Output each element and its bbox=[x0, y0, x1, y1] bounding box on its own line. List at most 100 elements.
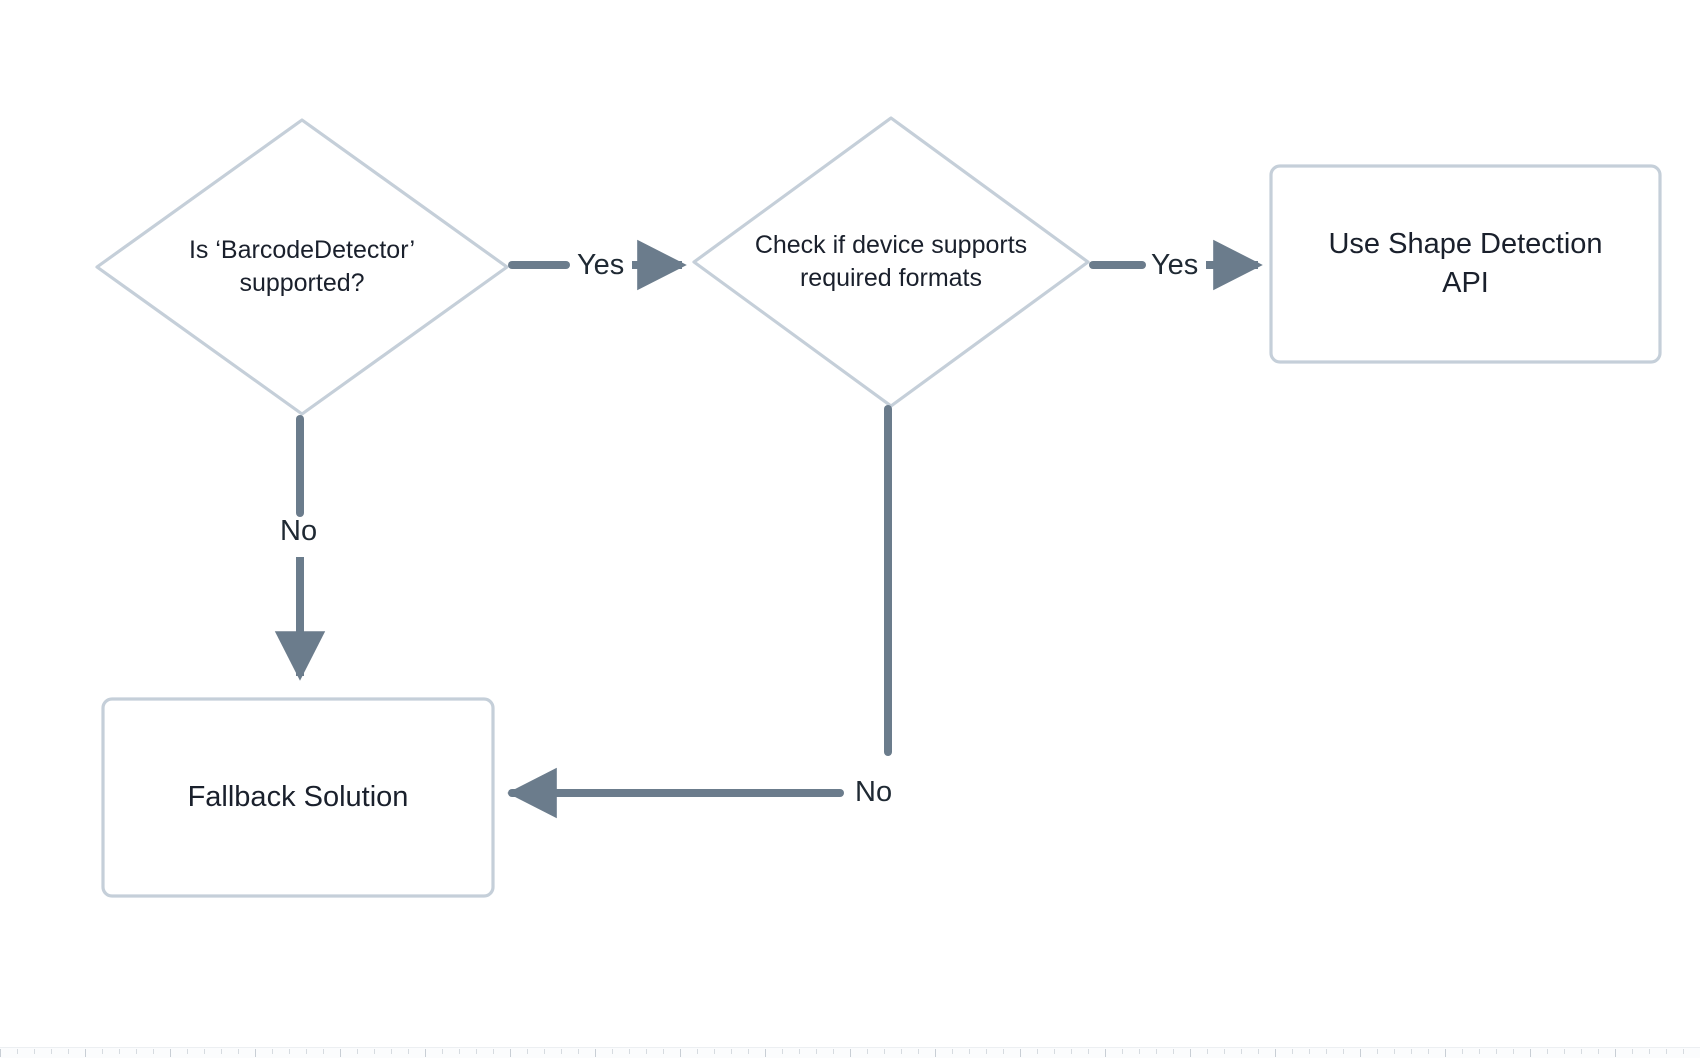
ruler-tick bbox=[1649, 1049, 1650, 1054]
ruler-tick bbox=[306, 1049, 307, 1054]
ruler-tick bbox=[663, 1049, 664, 1054]
ruler-tick bbox=[391, 1049, 392, 1054]
ruler-tick bbox=[1581, 1049, 1582, 1054]
ruler-tick bbox=[85, 1049, 86, 1057]
ruler-tick bbox=[408, 1049, 409, 1054]
ruler-tick bbox=[799, 1049, 800, 1054]
ruler-tick bbox=[238, 1049, 239, 1054]
ruler-tick bbox=[1666, 1049, 1667, 1054]
ruler-tick bbox=[1564, 1049, 1565, 1054]
ruler-tick bbox=[1513, 1049, 1514, 1054]
ruler-tick bbox=[697, 1049, 698, 1054]
ruler-tick bbox=[340, 1049, 341, 1057]
ruler-tick bbox=[1615, 1049, 1616, 1057]
ruler-tick bbox=[374, 1049, 375, 1054]
ruler-tick bbox=[1105, 1049, 1106, 1057]
ruler-tick bbox=[1020, 1049, 1021, 1057]
edge-label-supported-yes: Yes bbox=[572, 251, 630, 280]
ruler-tick bbox=[119, 1049, 120, 1054]
ruler-tick bbox=[1207, 1049, 1208, 1054]
ruler-tick bbox=[1122, 1049, 1123, 1054]
ruler-tick bbox=[782, 1049, 783, 1054]
ruler-tick bbox=[51, 1049, 52, 1054]
ruler-tick bbox=[918, 1049, 919, 1054]
ruler-tick bbox=[221, 1049, 222, 1054]
node-shape-fallback-solution[interactable] bbox=[101, 697, 495, 898]
ruler-tick bbox=[272, 1049, 273, 1054]
node-shape-use-shape-detection-api[interactable] bbox=[1269, 164, 1662, 364]
ruler-tick bbox=[646, 1049, 647, 1054]
ruler-tick bbox=[1394, 1049, 1395, 1054]
ruler-tick bbox=[714, 1049, 715, 1054]
ruler-tick bbox=[1071, 1049, 1072, 1054]
ruler-tick bbox=[935, 1049, 936, 1057]
ruler-tick bbox=[17, 1049, 18, 1054]
ruler-tick bbox=[1190, 1049, 1191, 1057]
ruler-tick bbox=[901, 1049, 902, 1054]
node-shape-check-device-formats[interactable] bbox=[692, 116, 1090, 408]
ruler-tick bbox=[136, 1049, 137, 1054]
ruler-tick bbox=[969, 1049, 970, 1054]
ruler-tick bbox=[1445, 1049, 1446, 1057]
ruler-tick bbox=[1173, 1049, 1174, 1054]
ruler-tick bbox=[833, 1049, 834, 1054]
ruler-tick bbox=[493, 1049, 494, 1054]
ruler-tick bbox=[629, 1049, 630, 1054]
node-shape-is-barcodedetector-supported[interactable] bbox=[95, 118, 509, 416]
ruler-tick bbox=[1683, 1049, 1684, 1054]
ruler-tick bbox=[884, 1049, 885, 1054]
ruler-tick bbox=[323, 1049, 324, 1054]
ruler-tick bbox=[1428, 1049, 1429, 1054]
ruler-tick bbox=[289, 1049, 290, 1054]
ruler-tick bbox=[561, 1049, 562, 1054]
ruler-tick bbox=[1360, 1049, 1361, 1057]
ruler-tick bbox=[986, 1049, 987, 1054]
ruler-tick bbox=[748, 1049, 749, 1054]
ruler-tick bbox=[1275, 1049, 1276, 1057]
ruler-tick bbox=[1309, 1049, 1310, 1054]
ruler-tick bbox=[510, 1049, 511, 1057]
ruler-tick bbox=[1156, 1049, 1157, 1054]
ruler-tick bbox=[867, 1049, 868, 1054]
edge-label-supported-no: No bbox=[275, 517, 323, 546]
ruler-tick bbox=[952, 1049, 953, 1054]
ruler-tick bbox=[765, 1049, 766, 1057]
ruler-tick bbox=[476, 1049, 477, 1054]
ruler-tick bbox=[153, 1049, 154, 1054]
edge-label-formats-no: No bbox=[850, 778, 898, 807]
ruler-tick bbox=[1003, 1049, 1004, 1054]
ruler-tick bbox=[1139, 1049, 1140, 1054]
ruler-tick bbox=[357, 1049, 358, 1054]
ruler-tick bbox=[731, 1049, 732, 1054]
ruler-tick bbox=[255, 1049, 256, 1057]
ruler-tick bbox=[102, 1049, 103, 1054]
ruler-tick bbox=[612, 1049, 613, 1054]
ruler-tick bbox=[1530, 1049, 1531, 1057]
ruler-tick bbox=[1598, 1049, 1599, 1054]
ruler-tick bbox=[680, 1049, 681, 1057]
ruler-tick bbox=[1411, 1049, 1412, 1054]
ruler-tick bbox=[1343, 1049, 1344, 1054]
ruler-tick bbox=[1224, 1049, 1225, 1054]
ruler-tick bbox=[1241, 1049, 1242, 1054]
ruler-tick bbox=[1377, 1049, 1378, 1054]
ruler-tick bbox=[816, 1049, 817, 1054]
ruler-tick bbox=[1632, 1049, 1633, 1054]
ruler-tick bbox=[204, 1049, 205, 1054]
ruler-tick bbox=[544, 1049, 545, 1054]
ruler-tick bbox=[578, 1049, 579, 1054]
ruler-tick bbox=[442, 1049, 443, 1054]
ruler-tick bbox=[1088, 1049, 1089, 1054]
ruler-tick bbox=[0, 1049, 1, 1057]
ruler-tick bbox=[1054, 1049, 1055, 1054]
ruler-tick bbox=[1479, 1049, 1480, 1054]
ruler-tick bbox=[1292, 1049, 1293, 1054]
ruler-tick bbox=[1547, 1049, 1548, 1054]
ruler-tick bbox=[1037, 1049, 1038, 1054]
ruler-tick bbox=[527, 1049, 528, 1054]
ruler-tick bbox=[34, 1049, 35, 1054]
ruler-tick bbox=[1462, 1049, 1463, 1054]
ruler-tick bbox=[595, 1049, 596, 1057]
ruler-tick bbox=[850, 1049, 851, 1057]
